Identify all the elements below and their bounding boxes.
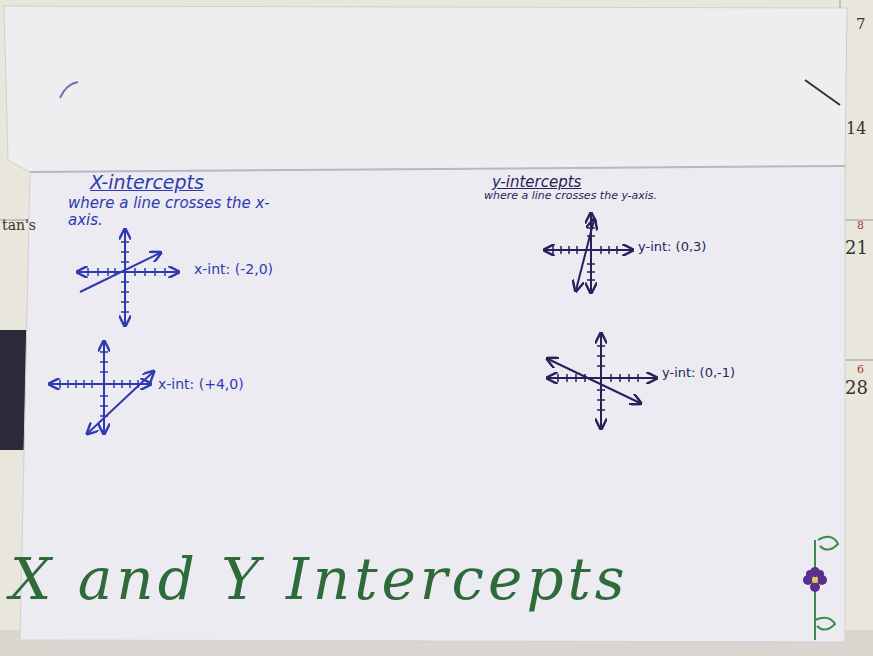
definition-note: where a line crosses the y-axis.: [484, 190, 684, 202]
intercept-label: y-int: (0,3): [638, 240, 706, 254]
section-heading: X-intercepts: [90, 172, 204, 193]
calendar-date: 28: [845, 378, 868, 398]
calendar-date: 14: [846, 120, 866, 138]
definition-note: where a line crosses the x-axis.: [68, 195, 293, 228]
section-heading: y-intercepts: [492, 174, 581, 191]
intercept-label: y-int: (0,-1): [662, 366, 735, 380]
calendar-date: 7: [856, 16, 866, 33]
calendar-date: 21: [845, 238, 868, 258]
calendar-date: 6: [857, 364, 864, 376]
calendar-date: 8: [857, 220, 864, 232]
calendar-fragment: tan's: [2, 218, 36, 233]
intercept-label: x-int: (+4,0): [158, 377, 244, 392]
page-title: X and Y Intercepts: [10, 548, 629, 612]
intercept-label: x-int: (-2,0): [194, 262, 273, 277]
